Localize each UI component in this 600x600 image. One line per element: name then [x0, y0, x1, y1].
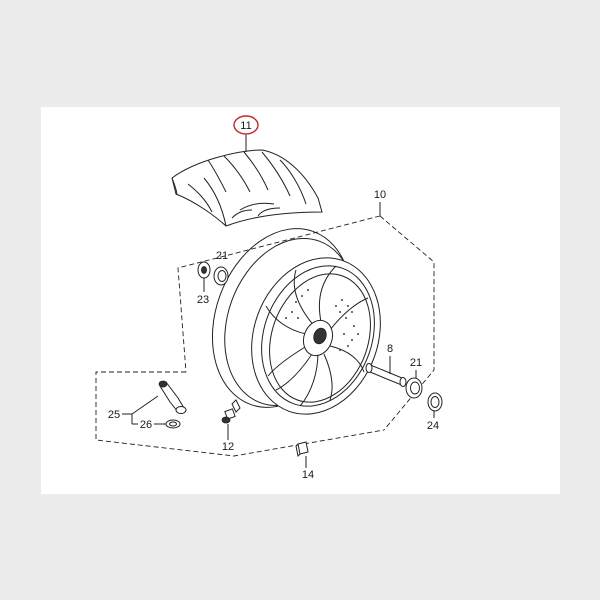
- valve-cap-part: [165, 419, 181, 429]
- label-weight: 14: [302, 469, 314, 481]
- assembly-frame-bottom: [95, 371, 385, 457]
- label-valve: 12: [222, 441, 234, 453]
- wheel-part: [211, 228, 381, 415]
- label-collar: 8: [387, 343, 393, 355]
- label-seal-left: 23: [197, 294, 209, 306]
- label-valve-assy: 25: [108, 409, 120, 421]
- label-bearing-right: 21: [410, 357, 422, 369]
- left-bearing-part: [213, 266, 229, 286]
- collar-part: [365, 363, 407, 387]
- assembly-frame-left: [177, 215, 381, 373]
- assembly-frame-right: [379, 215, 435, 431]
- label-seal-right: 24: [427, 420, 439, 432]
- highlight-ring: [233, 115, 259, 135]
- tire-part: [171, 149, 323, 227]
- right-seal-part: [427, 392, 443, 412]
- label-wheel: 10: [374, 189, 386, 201]
- valve-part: [221, 399, 241, 424]
- label-bearing-left: 21: [216, 250, 228, 262]
- left-seal-part: [197, 261, 211, 279]
- label-tire: 11: [240, 120, 251, 132]
- label-valve-cap: 26: [140, 419, 152, 431]
- balance-weight-part: [295, 441, 309, 458]
- valve-assembly-part: [158, 380, 187, 414]
- right-bearing-part: [405, 377, 423, 399]
